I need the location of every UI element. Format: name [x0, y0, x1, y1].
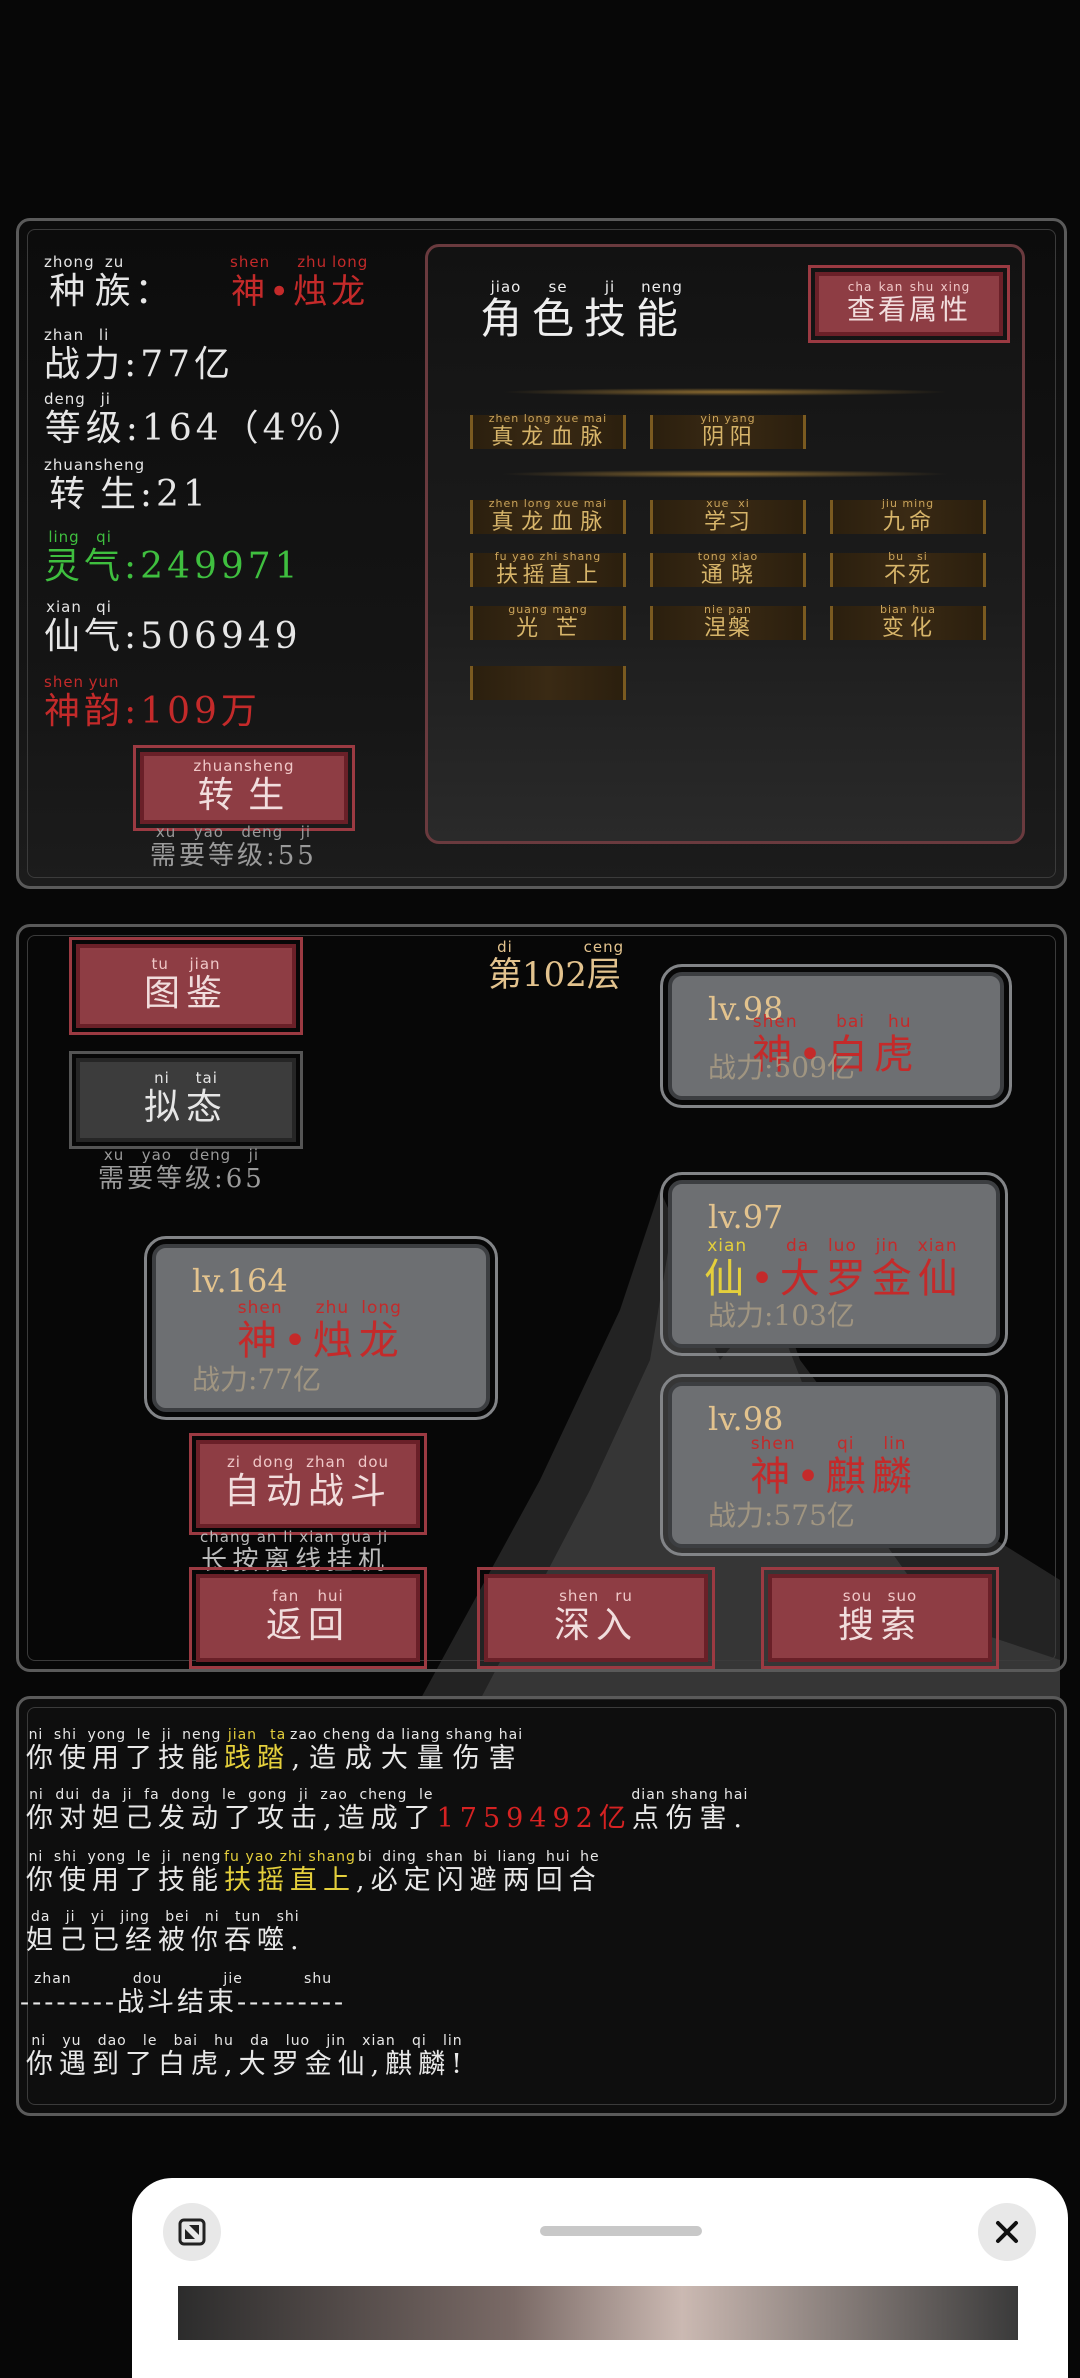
- mimic-button[interactable]: 拟态ni tai: [69, 1051, 303, 1149]
- enemy-card[interactable]: lv.98 神shen•麒麟qi lin 战力:575亿: [660, 1374, 1008, 1556]
- skill-slot[interactable]: 不死bu si: [830, 550, 986, 588]
- drag-handle[interactable]: [540, 2226, 702, 2236]
- rebirth-stat: 转生zhuansheng:21: [44, 456, 210, 515]
- charm-stat: 神shen韵yun:109万: [44, 673, 261, 732]
- divider: [500, 470, 950, 478]
- skill-slot[interactable]: 光芒guang mang: [470, 603, 626, 641]
- spirit-stat: 灵ling气qi:249971: [44, 528, 302, 587]
- offline-hint: 长按离线挂机chang an li xian gua ji: [200, 1528, 389, 1576]
- enemy-level: lv.98: [708, 1400, 784, 1438]
- back-button[interactable]: 返回fan hui: [189, 1567, 427, 1669]
- skill-slot[interactable]: 涅槃nie pan: [650, 603, 806, 641]
- auto-battle-button[interactable]: 自动战斗zi dong zhan dou: [189, 1433, 427, 1535]
- log-line: 妲己已经被你吞噬.da ji yi jing bei ni tun shi: [26, 1909, 305, 1956]
- enemy-level: lv.98: [708, 990, 784, 1028]
- skill-slot[interactable]: 变化bian hua: [830, 603, 986, 641]
- player-name: 神shen•烛龙zhu long: [237, 1298, 405, 1364]
- log-line: --------战斗结束---------zhan dou jie shu: [20, 1971, 347, 2018]
- skill-slot[interactable]: 阴阳yin yang: [650, 412, 806, 450]
- close-icon[interactable]: [978, 2203, 1036, 2261]
- skill-slot[interactable]: 九命jiu ming: [830, 497, 986, 535]
- log-line: 你对妲己发动了攻击,造成了ni dui da ji fa dong le gon…: [26, 1787, 749, 1834]
- enemy-power: 战力:509亿: [708, 1051, 855, 1084]
- view-attributes-button[interactable]: 查看属性cha kan shu xing: [808, 265, 1010, 343]
- expand-icon[interactable]: [163, 2203, 221, 2261]
- divider: [500, 388, 950, 396]
- enemy-card[interactable]: lv.98 神shen•白虎bai hu 战力:509亿: [660, 964, 1012, 1108]
- log-line: 你使用了技能ni shi yong le ji neng践踏jian ta,造成…: [26, 1727, 524, 1774]
- race-stat: 种zhong族zu： 神shen•烛zhu龙long: [44, 253, 370, 312]
- enemy-card[interactable]: lv.97 仙xian•大罗金仙da luo jin xian 战力:103亿: [660, 1172, 1008, 1356]
- search-button[interactable]: 搜索sou suo: [761, 1567, 999, 1669]
- skills-title: 角jiao色se技ji能neng: [480, 278, 689, 343]
- atlas-button[interactable]: 图鉴tu jian: [69, 937, 303, 1035]
- skill-slot[interactable]: 学习xue xi: [650, 497, 806, 535]
- rebirth-requirement: 需要等级:55xu yao deng ji: [150, 823, 317, 871]
- player-card[interactable]: lv.164 神shen•烛龙zhu long 战力:77亿: [144, 1236, 498, 1420]
- go-deeper-button[interactable]: 深入shen ru: [477, 1567, 715, 1669]
- skill-slot[interactable]: 真龙血脉zhen long xue mai: [470, 497, 626, 535]
- player-power: 战力:77亿: [192, 1363, 322, 1396]
- immortal-stat: 仙xian气qi:506949: [44, 598, 302, 657]
- sheet-image-preview: [178, 2286, 1018, 2340]
- player-level: lv.164: [192, 1262, 288, 1300]
- enemy-level: lv.97: [708, 1198, 784, 1236]
- enemy-power: 战力:103亿: [708, 1299, 855, 1332]
- battle-log-panel: [16, 1696, 1067, 2116]
- rebirth-button[interactable]: 转生zhuansheng: [133, 745, 355, 831]
- enemy-power: 战力:575亿: [708, 1499, 855, 1532]
- floor-indicator: 第di102层ceng: [488, 938, 625, 995]
- skill-slot[interactable]: 通晓tong xiao: [650, 550, 806, 588]
- power-stat: 战zhan力li:77亿: [44, 326, 235, 385]
- log-line: 你遇到了白虎,大罗金仙,麒麟!ni yu dao le bai hu da lu…: [26, 2033, 469, 2080]
- mimic-requirement: 需要等级:65xu yao deng ji: [98, 1146, 265, 1194]
- skill-slot-empty[interactable]: [470, 666, 626, 700]
- enemy-name: 神shen•白虎bai hu: [752, 1012, 920, 1078]
- skill-slot[interactable]: 真龙血脉zhen long xue mai: [470, 412, 626, 450]
- skills-panel: [425, 244, 1025, 844]
- bottom-sheet[interactable]: [132, 2178, 1068, 2378]
- skill-slot[interactable]: 扶摇直上fu yao zhi shang: [470, 550, 626, 588]
- enemy-name: 神shen•麒麟qi lin: [750, 1434, 918, 1500]
- log-line: 你使用了技能ni shi yong le ji neng扶摇直上fu yao z…: [26, 1849, 602, 1896]
- level-stat: 等deng级ji:164（4%）: [44, 390, 368, 449]
- enemy-name: 仙xian•大罗金仙da luo jin xian: [704, 1236, 964, 1302]
